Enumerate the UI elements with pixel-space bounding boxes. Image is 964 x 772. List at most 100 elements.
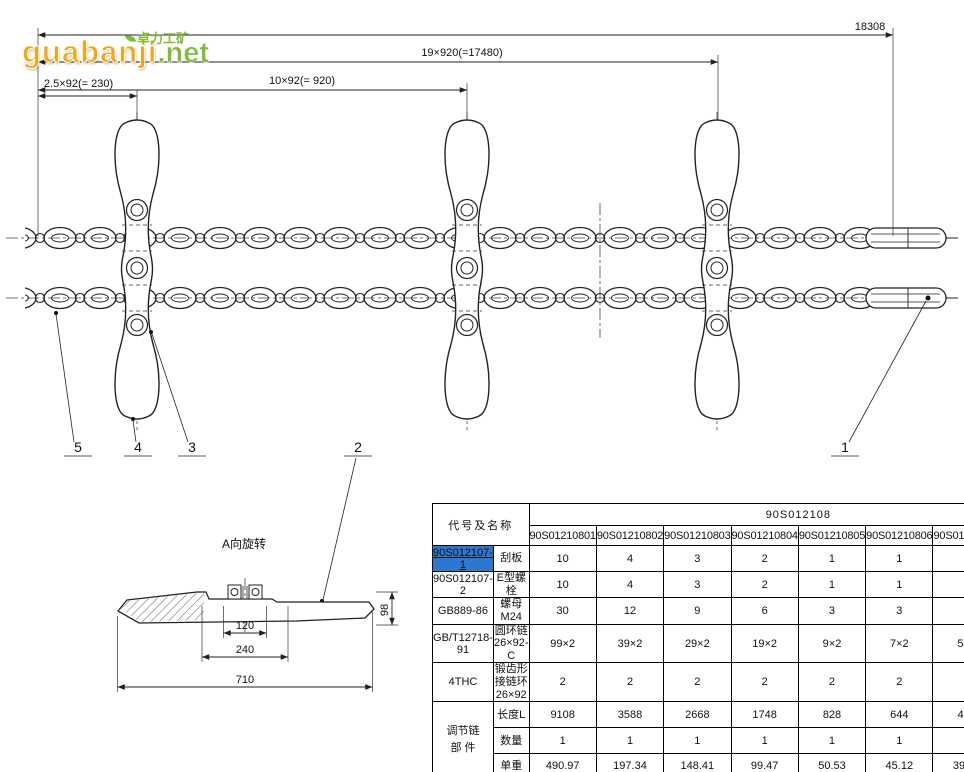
part-name: 刮板 <box>492 545 530 572</box>
adjust-row-label: 数量 <box>492 727 530 755</box>
leaf-icon <box>124 32 137 45</box>
clamp-detail <box>227 584 263 600</box>
dim-710: 710 <box>236 674 254 686</box>
qty-cell: 39×2 <box>595 623 665 664</box>
weight-cell: 50.53 <box>797 753 867 772</box>
qty-cell: 1 <box>865 570 934 599</box>
qty-cell: 2 <box>663 662 732 703</box>
qty-cell: 9 <box>663 597 732 625</box>
side-view-label: A向旋转 <box>222 536 266 551</box>
qty-cell: 10 <box>528 570 597 599</box>
subheader: 90S01210801 <box>528 525 597 546</box>
qty-cell: 12 <box>595 597 665 625</box>
qty-cell: 7×2 <box>865 623 934 664</box>
dim-98: 98 <box>379 604 391 616</box>
qty-cell: 2 <box>932 662 964 703</box>
qty-cell: 2 <box>528 662 597 703</box>
balloon-1: 1 <box>841 439 849 455</box>
qty-cell: 2 <box>595 662 665 703</box>
count-cell: 1 <box>663 727 732 755</box>
weight-cell: 99.47 <box>730 753 799 772</box>
qty-cell: 99×2 <box>528 623 597 664</box>
qty-cell: 9×2 <box>797 623 867 664</box>
subheader: 90S01210807 <box>932 525 964 546</box>
qty-cell: 1 <box>797 545 867 572</box>
balloon-3: 3 <box>188 439 196 455</box>
weight-cell: 490.97 <box>528 753 597 772</box>
qty-cell: 2 <box>730 570 799 599</box>
qty-cell: 3 <box>663 570 732 599</box>
dim-pitch19: 19×920(=17480) <box>421 47 502 59</box>
adjust-row-label: 长度L <box>492 701 530 729</box>
subheader: 90S01210804 <box>730 525 799 546</box>
qty-cell: 1 <box>932 545 964 572</box>
top-dimensions: 18308 19×920(=17480) 10×92(= 920) 2.5×92… <box>37 21 894 236</box>
count-cell: 1 <box>730 727 799 755</box>
weight-cell: 39.71 <box>932 753 964 772</box>
scraper-flight <box>114 119 160 420</box>
scraper-flight <box>694 119 740 420</box>
adjust-chain-group-label: 调节链 部 件 <box>432 701 494 772</box>
qty-cell: 2 <box>797 662 867 703</box>
qty-cell: 5×2 <box>932 623 964 664</box>
part-name: 圆环链 26×92-C <box>492 623 530 664</box>
scraper-flights <box>114 119 740 420</box>
length-cell: 3588 <box>595 701 665 729</box>
length-cell: 828 <box>797 701 867 729</box>
part-name: E型螺栓 <box>492 570 530 599</box>
qty-cell: 3 <box>663 545 732 572</box>
connector-link-bottom <box>865 287 958 309</box>
qty-cell: 1 <box>865 545 934 572</box>
qty-cell: 3 <box>932 597 964 625</box>
length-cell: 644 <box>865 701 934 729</box>
watermark-tagline: 卓力工矿 <box>124 28 189 47</box>
weight-cell: 45.12 <box>865 753 934 772</box>
adjust-row-label: 单重 <box>492 753 530 772</box>
qty-cell: 19×2 <box>730 623 799 664</box>
balloon-2: 2 <box>354 439 362 455</box>
dim-pitch25: 2.5×92(= 230) <box>44 78 113 90</box>
qty-cell: 3 <box>865 597 934 625</box>
count-cell: 1 <box>797 727 867 755</box>
dim-240: 240 <box>236 644 254 656</box>
length-cell: 460 <box>932 701 964 729</box>
part-code: 90S012107-2 <box>432 570 494 599</box>
qty-cell: 2 <box>730 662 799 703</box>
part-name: 锻齿形接链环 26×92 <box>492 662 530 703</box>
side-view: A向旋转 120 240 710 9 <box>117 536 398 692</box>
qty-cell: 10 <box>528 545 597 572</box>
subheader: 90S01210805 <box>797 525 867 546</box>
dim-pitch10: 10×92(= 920) <box>269 75 335 87</box>
length-cell: 9108 <box>528 701 597 729</box>
parts-table: 代号及名称 90S012108 90S01210801 90S01210802 … <box>432 503 964 772</box>
scraper-flight <box>444 119 490 420</box>
table-header-group: 90S012108 <box>528 503 964 526</box>
part-name: 螺母M24 <box>492 597 530 625</box>
length-cell: 1748 <box>730 701 799 729</box>
qty-cell: 1 <box>797 570 867 599</box>
weight-cell: 148.41 <box>663 753 732 772</box>
qty-cell: 3 <box>797 597 867 625</box>
connector-link-top <box>865 227 958 249</box>
subheader: 90S01210803 <box>663 525 732 546</box>
part-code-link[interactable]: 90S012107-1 <box>432 545 494 572</box>
count-cell: 1 <box>595 727 665 755</box>
part-code: 4THC <box>432 662 494 703</box>
dim-120: 120 <box>236 620 254 632</box>
qty-cell: 4 <box>595 570 665 599</box>
item-balloons: 5 4 3 2 1 <box>54 300 927 603</box>
subheader: 90S01210802 <box>595 525 665 546</box>
weight-cell: 197.34 <box>595 753 665 772</box>
length-cell: 2668 <box>663 701 732 729</box>
dim-total: 18308 <box>855 21 886 33</box>
part-code: GB/T12718-91 <box>432 623 494 664</box>
qty-cell: 1 <box>932 570 964 599</box>
watermark-logo: guabanji.net 卓力工矿 <box>21 31 209 70</box>
part-code: GB889-86 <box>432 597 494 625</box>
subheader: 90S01210806 <box>865 525 934 546</box>
qty-cell: 29×2 <box>663 623 732 664</box>
balloon-4: 4 <box>134 439 142 455</box>
qty-cell: 6 <box>730 597 799 625</box>
